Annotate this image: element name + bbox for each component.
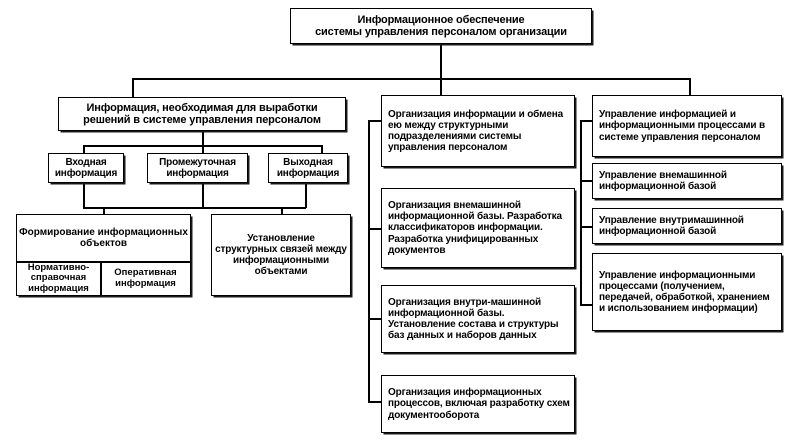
node-root: Информационное обеспечение системы управ… [290,8,592,44]
connector-mid-stub-4 [368,401,381,403]
connector-l2-bus [83,207,306,209]
connector-right-stub-1 [580,120,592,122]
connector-mid-stub-2 [368,228,381,230]
node-input-information-label: Входная информация [54,156,118,179]
node-output-information: Выходная информация [268,153,348,183]
cell-operational-information: Оперативная информация [114,266,177,289]
node-org-processes-label: Организация информационных процессов, вк… [388,387,570,421]
connector-drop-branch-2 [440,78,442,98]
connector-root-stem [440,44,442,78]
connector-right-stub-4 [580,304,592,306]
connector-mid-stub-1 [368,120,381,122]
connector-l2-drop-a [103,207,105,215]
node-structural-links-label: Установление структурных связей между ин… [215,232,347,278]
node-mgmt-inmachine-base-label: Управление внутримашинной информационной… [599,214,744,237]
node-org-exchange: Организация информации и обмена ею между… [381,95,575,167]
connector-right-stub-2 [580,180,592,182]
connector-mid-stub-3 [368,318,381,320]
node-intermediate-information: Промежуточная информация [147,153,248,183]
node-org-exchange-label: Организация информации и обмена ею между… [388,108,564,154]
node-mgmt-information-processes-label: Управление информацией и информационными… [599,109,765,143]
connector-l2-up-c [305,183,307,208]
connector-l1-stem [202,131,204,146]
connector-l1-drop-b [202,145,204,154]
node-input-information: Входная информация [48,153,124,183]
node-structural-links: Установление структурных связей между ин… [211,214,351,296]
connector-right-spine [580,120,582,305]
connector-l2-drop-b [281,207,283,215]
connector-drop-branch-1 [132,78,134,98]
node-mgmt-processes: Управление информационными процессами (п… [592,253,782,331]
node-forming-information-objects-label: Формирование информационных объектов [19,226,188,249]
node-mgmt-offmachine-base: Управление внемашинной информационной ба… [592,163,782,199]
node-org-offmachine-base-label: Организация внемашинной информационной б… [388,200,562,256]
connector-drop-branch-3 [689,78,691,98]
node-mgmt-offmachine-base-label: Управление внемашинной информационной ба… [599,169,727,192]
node-information-needed-label: Информация, необходимая для выработки ре… [83,101,321,126]
connector-l1-drop-c [321,145,323,154]
connector-l2-up-b [202,183,204,208]
node-org-offmachine-base: Организация внемашинной информационной б… [381,188,575,268]
divider-forming-horizontal [16,261,191,263]
connector-l2-up-a [83,183,85,208]
divider-forming-vertical [100,261,102,296]
node-org-inmachine-base: Организация внутри-машинной информационн… [381,285,575,353]
connector-main-bus [132,78,690,80]
node-org-processes: Организация информационных процессов, вк… [381,375,575,433]
connector-l1-drop-a [83,145,85,154]
node-root-text: Информационное обеспечение системы управ… [315,13,567,38]
node-mgmt-information-processes: Управление информацией и информационными… [592,95,782,157]
node-org-inmachine-base-label: Организация внутри-машинной информационн… [388,296,559,342]
node-intermediate-information-label: Промежуточная информация [159,156,236,179]
node-mgmt-inmachine-base: Управление внутримашинной информационной… [592,208,782,244]
node-forming-information-objects [16,214,191,296]
connector-mid-spine [368,120,370,402]
node-output-information-label: Выходная информация [276,156,340,179]
connector-right-stub-3 [580,226,592,228]
node-mgmt-processes-label: Управление информационными процессами (п… [599,269,770,315]
cell-normative-reference-information: Нормативно-справочная информация [27,261,90,294]
node-information-needed: Информация, необходимая для выработки ре… [58,97,346,131]
